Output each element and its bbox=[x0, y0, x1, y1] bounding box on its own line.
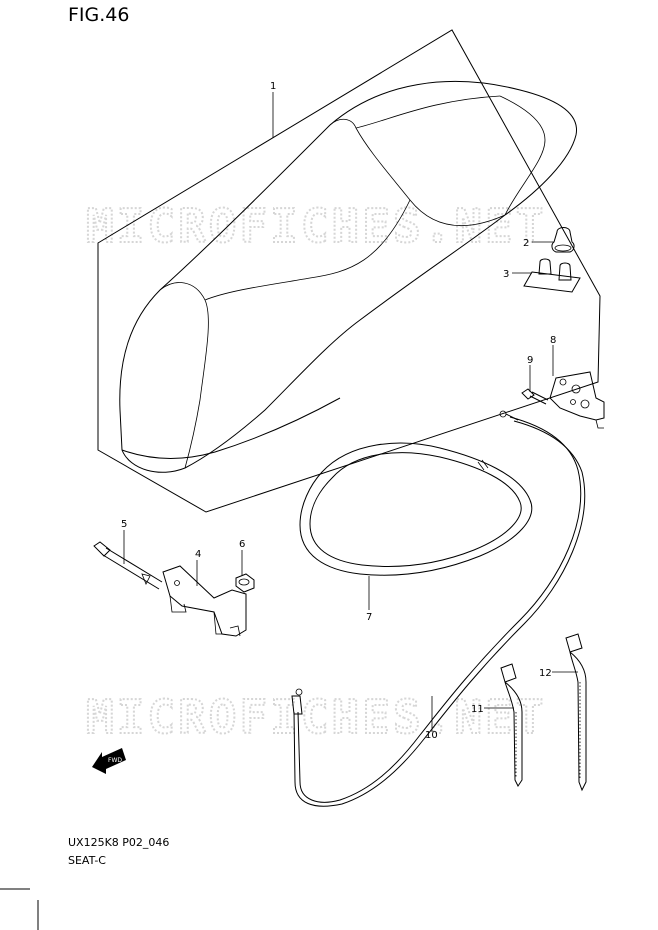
hinge-bracket-part bbox=[162, 565, 247, 637]
callout-8: 8 bbox=[550, 335, 556, 346]
watermark-bottom: MICROFICHES.NET bbox=[86, 690, 546, 744]
figure-title: FIG.46 bbox=[68, 4, 130, 26]
seat-seal-part bbox=[299, 442, 533, 576]
callout-11: 11 bbox=[471, 704, 484, 715]
bolt-part bbox=[521, 388, 549, 405]
cable-tie-large-part bbox=[565, 633, 587, 792]
watermark-top: MICROFICHES.NET bbox=[86, 199, 546, 253]
callout-7: 7 bbox=[366, 612, 372, 623]
callout-3: 3 bbox=[503, 269, 509, 280]
callout-4: 4 bbox=[195, 549, 201, 560]
callout-10: 10 bbox=[425, 730, 438, 741]
seat-lock-cable bbox=[291, 410, 586, 807]
nut-part bbox=[235, 573, 255, 593]
hinge-bolt-part bbox=[93, 541, 163, 590]
figure-code: UX125K8 P02_046 bbox=[68, 836, 170, 849]
callout-2: 2 bbox=[523, 238, 529, 249]
cable-tie-small-part bbox=[500, 663, 523, 787]
seat-lock-part bbox=[549, 371, 605, 429]
fwd-arrow-icon: FWD bbox=[92, 748, 126, 774]
seat-part bbox=[119, 81, 577, 473]
callout-9: 9 bbox=[527, 355, 533, 366]
seat-group-box bbox=[97, 29, 601, 513]
bumper-pad-part bbox=[523, 258, 581, 293]
callout-5: 5 bbox=[121, 519, 127, 530]
corner-mark bbox=[0, 888, 39, 930]
callout-12: 12 bbox=[539, 668, 552, 679]
callout-6: 6 bbox=[239, 539, 245, 550]
callout-1: 1 bbox=[270, 81, 276, 92]
fwd-label: FWD bbox=[108, 757, 122, 764]
figure-name: SEAT-C bbox=[68, 854, 106, 867]
bumper-part bbox=[551, 227, 575, 253]
leader-lines bbox=[123, 92, 578, 732]
